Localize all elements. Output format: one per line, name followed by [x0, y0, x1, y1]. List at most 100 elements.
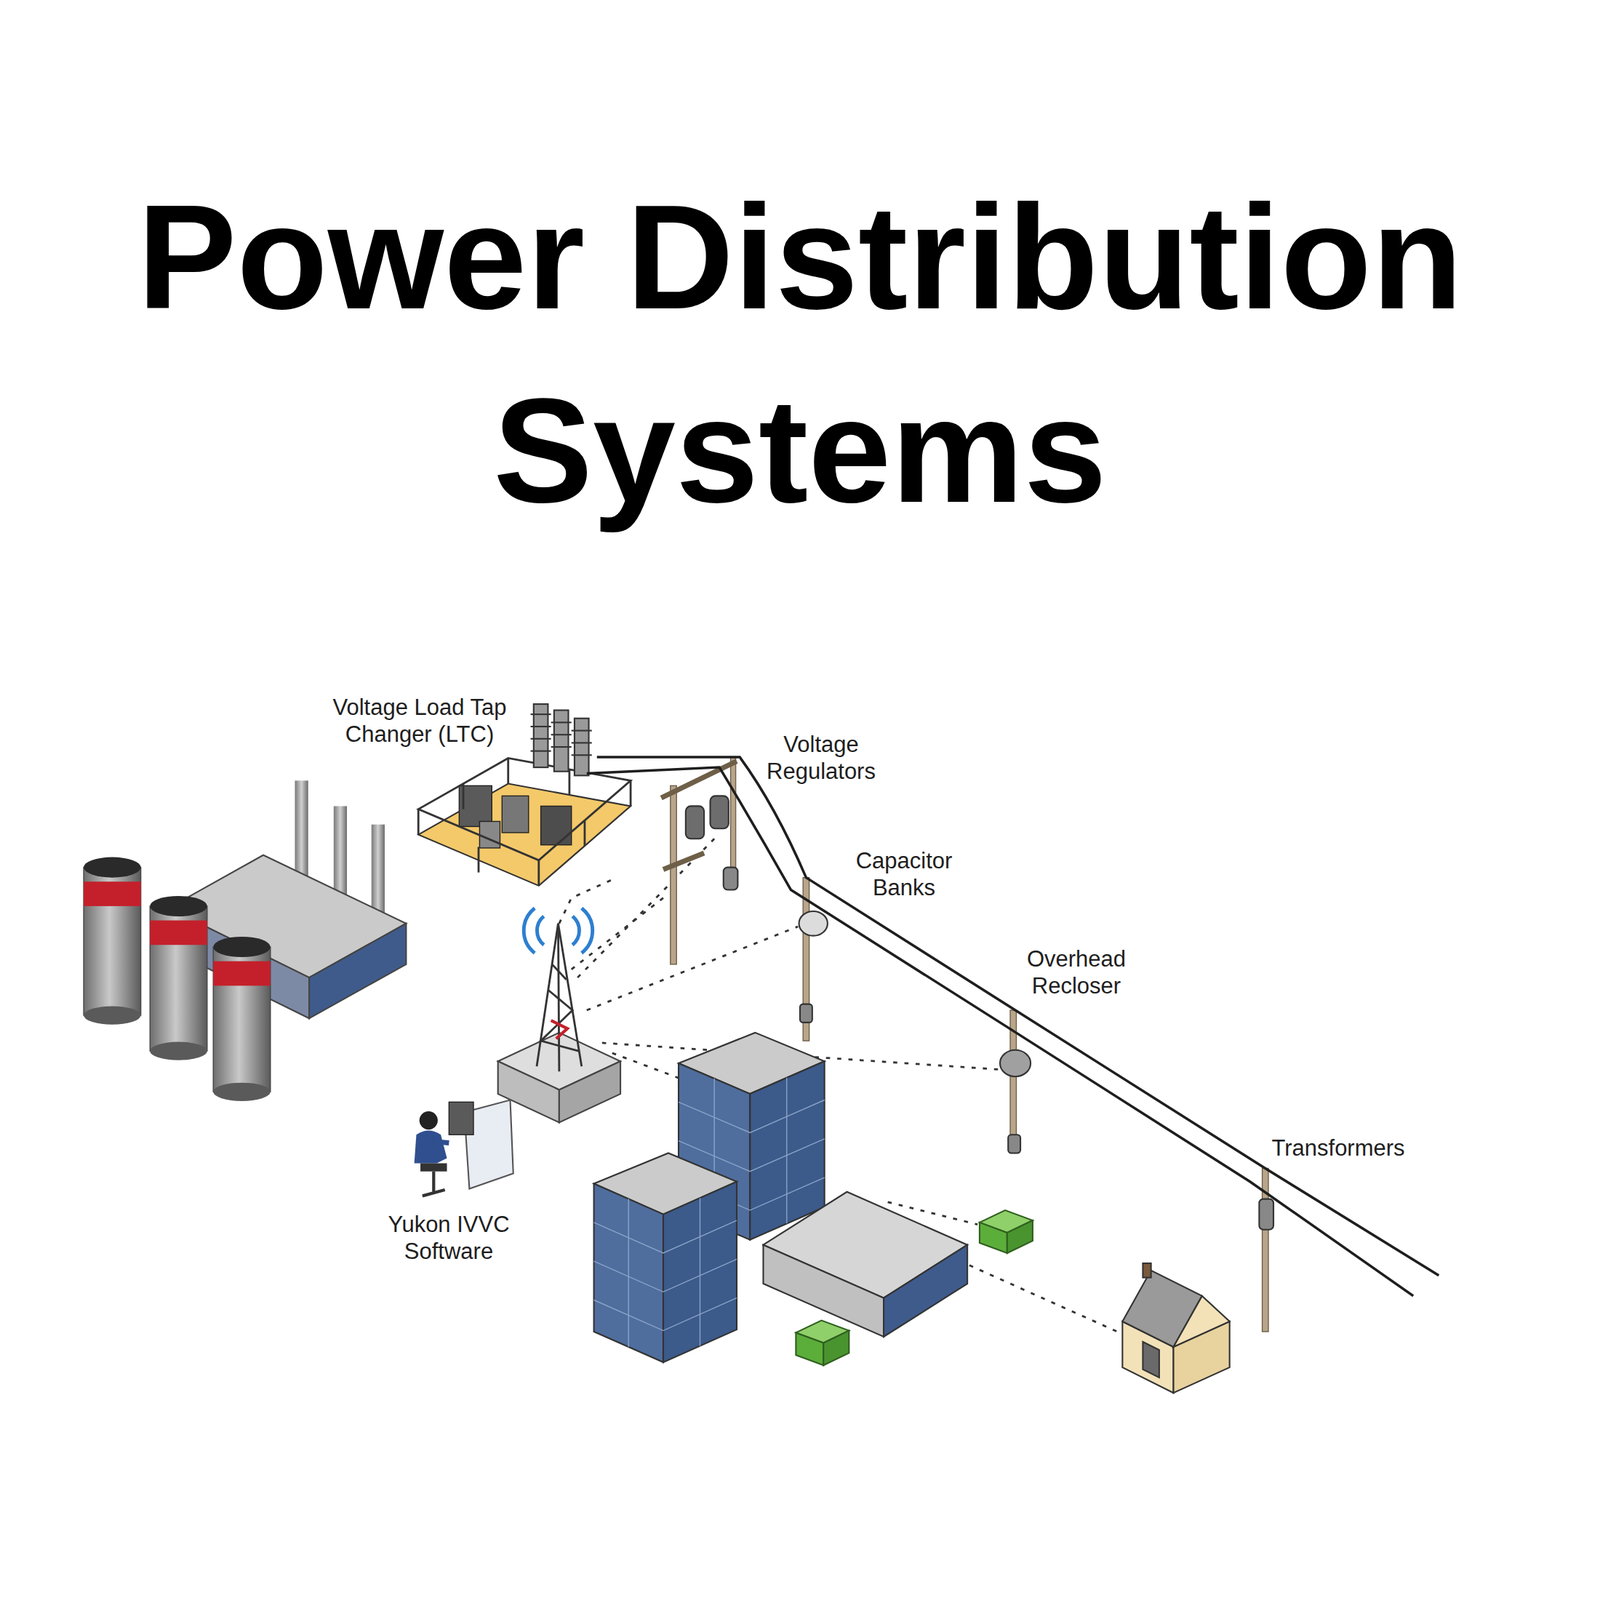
storage-tank-part [213, 936, 271, 958]
operator-workstation-part [414, 1130, 448, 1164]
insulator-stack-part [551, 733, 572, 736]
radio-tower-part-part [557, 923, 582, 1067]
substation-part-part [568, 769, 571, 795]
storage-tank-part [149, 896, 208, 917]
substation-part [501, 795, 528, 833]
operator-workstation-part [426, 1141, 449, 1144]
callout-label: Transformers [1229, 1134, 1448, 1162]
office-building-part-part [628, 1197, 700, 1347]
insulator-stack-part [530, 738, 552, 740]
substation-part-part [584, 820, 587, 846]
storage-tank-part [83, 1005, 142, 1024]
radio-tower-part-part [536, 916, 544, 945]
line-devices-part [710, 795, 729, 829]
line-devices-part [800, 1004, 813, 1023]
storage-tank-part [83, 881, 142, 907]
radio-tower-part-part [572, 916, 579, 945]
storage-tank-part [149, 920, 208, 946]
substation-part-part [477, 847, 480, 873]
storage-tank-part [83, 867, 142, 1016]
crossarms-part [663, 853, 704, 870]
callout-label: Voltage Load Tap Changer (LTC) [314, 693, 526, 748]
pad-transformer-part [823, 1330, 849, 1366]
pad-transformer-part [1007, 1220, 1033, 1254]
storage-tank [213, 936, 271, 1102]
storage-tank-part [149, 1042, 208, 1061]
pad-transformer [795, 1320, 849, 1366]
power-plant-part [309, 923, 406, 1019]
insulator-stack-part [554, 710, 569, 772]
pad-transformer-part [795, 1332, 824, 1366]
comm-links-part [577, 838, 715, 978]
callout-label: Voltage Regulators [741, 730, 902, 785]
line-devices-part [1000, 1050, 1031, 1077]
substation-part [418, 784, 631, 886]
substation-part [479, 821, 500, 848]
line-devices-part [685, 805, 704, 839]
radio-tower-part-part [523, 908, 535, 954]
insulator-stack-part [571, 730, 592, 732]
operator-workstation-part [419, 1111, 438, 1130]
storage-tank-part [213, 961, 271, 987]
house [1122, 1263, 1230, 1393]
radio-tower-part [551, 1020, 568, 1039]
storage-tank-part [213, 1082, 271, 1102]
line-devices-part [1008, 1134, 1021, 1153]
radio-tower-part-part [581, 908, 593, 954]
operator-workstation-part [448, 1101, 474, 1135]
insulator-stack-part [551, 721, 572, 723]
operator-workstation-part [432, 1171, 435, 1192]
line-devices-part [799, 911, 828, 936]
line-devices-part [723, 867, 739, 891]
house-part [1142, 1263, 1151, 1278]
house-part [1173, 1296, 1230, 1347]
substation-part [541, 805, 572, 845]
substation-part [418, 757, 631, 886]
storage-tank [149, 896, 208, 1061]
operator-workstation [414, 1100, 514, 1197]
pad-transformer [979, 1210, 1033, 1254]
office-building [594, 1152, 737, 1363]
office-building-part-part [594, 1220, 737, 1331]
insulator-stack-part [571, 741, 592, 744]
low-building [762, 1192, 968, 1337]
insulator-stack-part [574, 718, 590, 776]
substation-part-part [537, 860, 540, 886]
office-building-part [594, 1197, 737, 1347]
comm-links-part [586, 926, 798, 1011]
comm-links-part [571, 898, 664, 970]
callout-label: Overhead Recloser [996, 945, 1157, 1000]
radio-tower-part [523, 908, 593, 954]
radio-tower-part-part [541, 989, 579, 1051]
title-text: Power Distribution Systems [109, 160, 1491, 547]
utility-poles-part [670, 785, 677, 965]
substation-part-part [506, 757, 510, 784]
insulator-stack-part [530, 750, 552, 752]
comm-links-part [559, 879, 613, 923]
storage-tank-part [83, 857, 142, 878]
radio-tower [498, 908, 621, 1123]
insulator-stack-part [530, 725, 552, 728]
substation-part-part [417, 809, 420, 835]
insulator-stack-part [551, 746, 572, 748]
radio-tower-part [559, 1061, 621, 1123]
house-part [1142, 1341, 1159, 1378]
storage-tank-part [213, 946, 271, 1092]
pad-transformer-part [979, 1222, 1008, 1254]
utility-poles [670, 757, 1269, 1332]
insulator-stack [530, 704, 592, 776]
callout-label: Capacitor Banks [834, 847, 974, 902]
comm-links-part [969, 1265, 1118, 1332]
line-devices-part [1258, 1199, 1274, 1230]
insulator-stack-part [571, 754, 592, 756]
operator-workstation-part [422, 1189, 446, 1196]
power-plant [83, 780, 406, 1102]
storage-tank-part [149, 906, 208, 1051]
substation-part-part [629, 780, 632, 806]
low-building-part [883, 1245, 968, 1337]
operator-workstation-part [420, 1162, 447, 1171]
radio-tower-part [536, 923, 582, 1072]
callout-label: Yukon IVVC Software [365, 1210, 533, 1265]
substation-part-part [462, 784, 465, 810]
